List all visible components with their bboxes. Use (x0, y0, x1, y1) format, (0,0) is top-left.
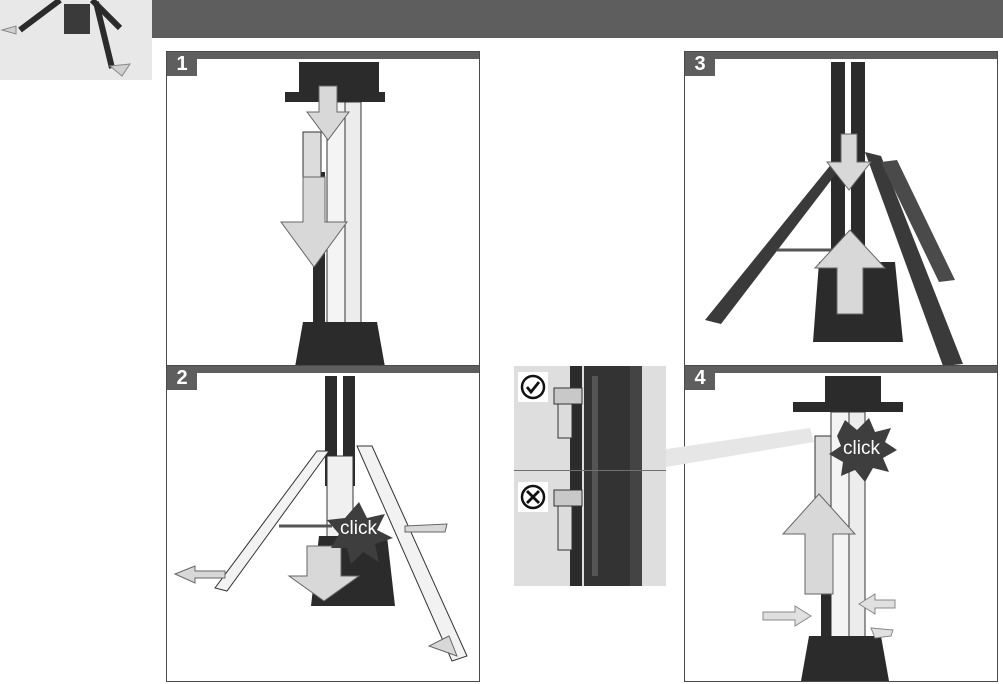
x-circle-icon (518, 482, 548, 512)
step-panel-4: 4 click (684, 365, 998, 682)
click-label-2: click (340, 518, 377, 539)
check-circle-icon (518, 372, 548, 402)
step-number-3: 3 (685, 52, 715, 76)
step-panel-3: 3 (684, 51, 998, 368)
step-number-2: 2 (167, 366, 197, 390)
step-panel-2: 2 click (166, 365, 480, 682)
section-header-bar (152, 0, 1003, 38)
step-number-1: 1 (167, 52, 197, 76)
latch-comparison-illustration (553, 366, 642, 586)
step-number-4: 4 (685, 366, 715, 390)
comparison-divider (514, 470, 666, 471)
step-4-illustration: click (762, 376, 903, 681)
step-panel-1: 1 (166, 51, 480, 368)
step-3-illustration (705, 62, 963, 366)
callout-leader (660, 428, 814, 468)
step-2-illustration: click (173, 376, 468, 662)
overview-thumbnail (0, 0, 152, 80)
latch-comparison-panel (514, 366, 666, 586)
click-label-4: click (843, 438, 880, 459)
step-1-illustration (280, 62, 385, 367)
